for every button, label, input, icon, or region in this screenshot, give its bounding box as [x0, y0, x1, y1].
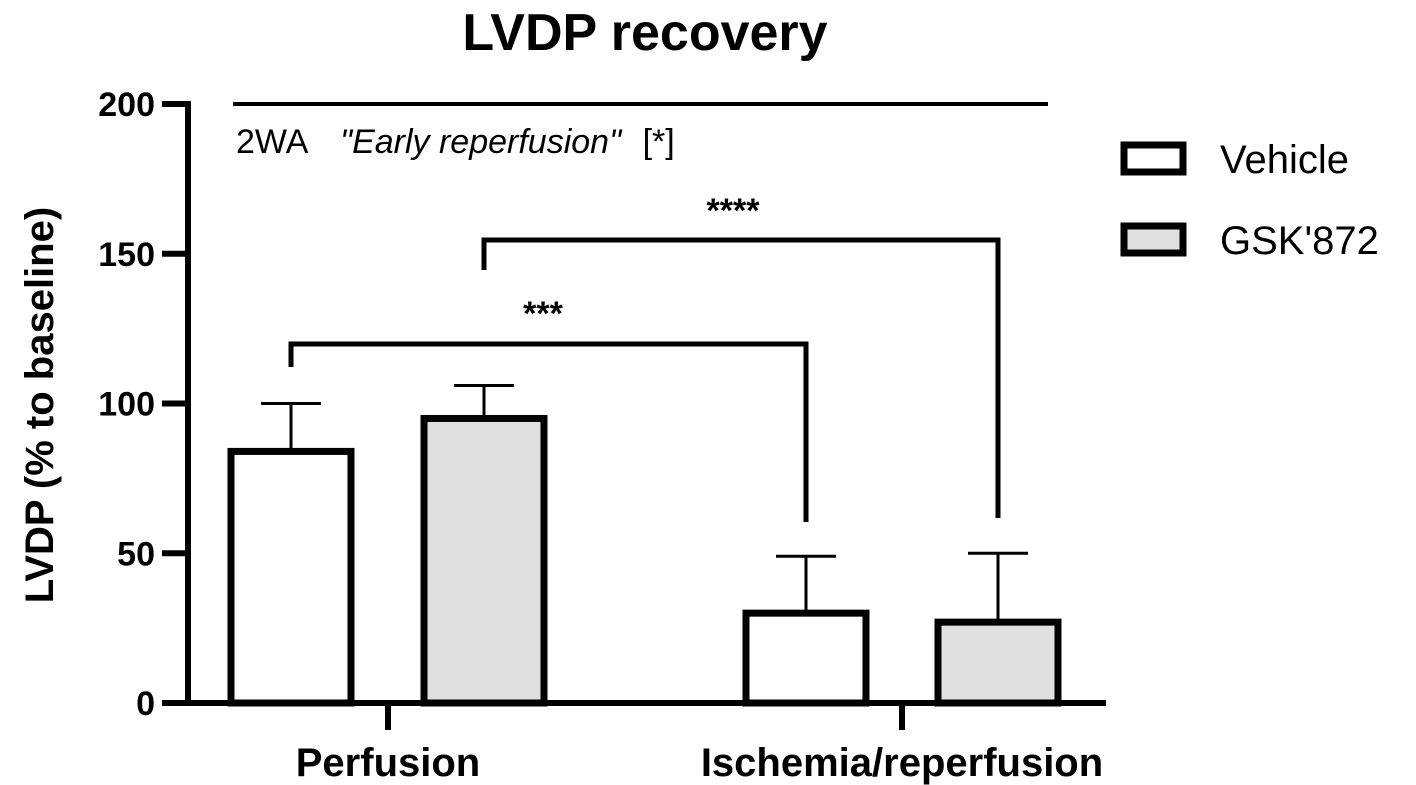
y-tick-label: 50 [117, 535, 155, 573]
annotation-prefix: 2WA [236, 123, 309, 161]
legend-label: Vehicle [1220, 138, 1349, 182]
significance-label: **** [707, 192, 761, 230]
annotation-italic: "Early reperfusion" [340, 123, 623, 161]
y-tick-label: 200 [98, 86, 155, 124]
x-tick-label: Perfusion [296, 741, 480, 785]
significance-bracket [288, 341, 809, 522]
chart-title: LVDP recovery [462, 4, 827, 62]
y-tick-label: 0 [136, 685, 155, 723]
bar [227, 447, 355, 707]
bar [742, 609, 870, 707]
significance-bracket [481, 237, 1001, 518]
y-tick-label: 100 [98, 386, 155, 424]
bar [420, 414, 548, 707]
annotation-suffix: [*] [643, 123, 675, 161]
legend-swatch [1120, 222, 1187, 257]
y-axis-label: LVDP (% to baseline) [18, 207, 62, 603]
annotation-text: 2WA "Early reperfusion" [*] [236, 123, 675, 161]
bar [934, 618, 1062, 707]
legend-swatch [1120, 141, 1187, 176]
significance-label: *** [523, 295, 563, 333]
legend-label: GSK'872 [1220, 219, 1379, 263]
y-tick-label: 150 [98, 236, 155, 274]
x-tick-label: Ischemia/reperfusion [701, 741, 1103, 785]
